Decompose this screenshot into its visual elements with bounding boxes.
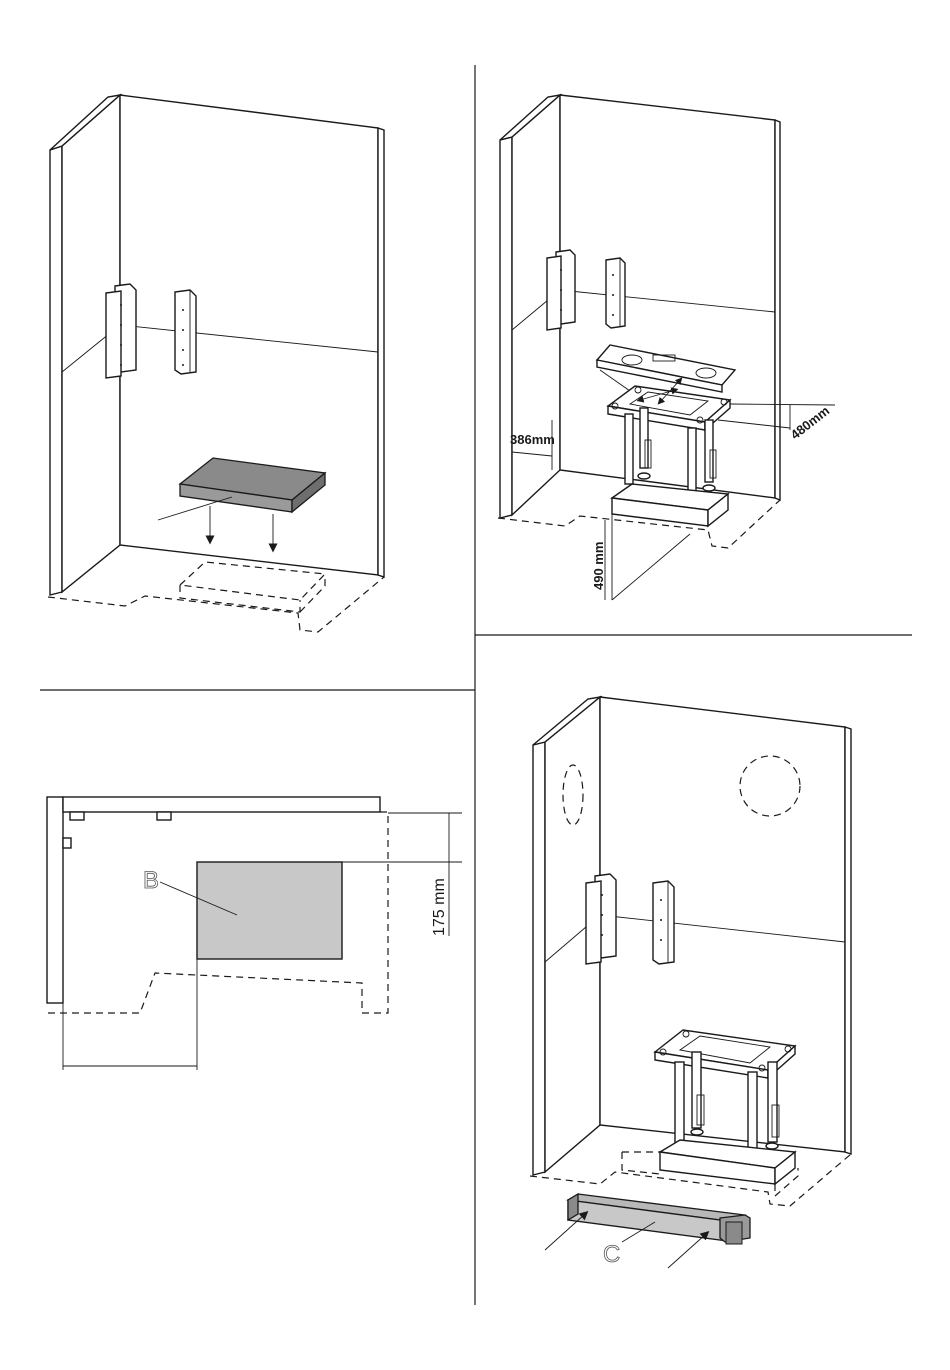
arrow-push-left xyxy=(545,1214,585,1250)
label-b: B xyxy=(143,867,159,894)
cover-panel-c xyxy=(568,1194,750,1244)
wall-bracket-left xyxy=(106,284,136,378)
side-wall-plan xyxy=(47,797,63,1003)
back-wall-plan xyxy=(63,797,380,812)
wall-bracket-right xyxy=(175,290,196,374)
dim-label-480: 480mm xyxy=(788,403,833,442)
dim-label-175: 175 mm xyxy=(431,878,448,936)
side-wall xyxy=(500,137,512,518)
wall-bracket-left xyxy=(586,874,616,964)
back-wall-edge xyxy=(845,727,851,1154)
panel-1-base-placement xyxy=(48,95,384,632)
dim-label-490: 490 mm xyxy=(591,542,606,590)
wall-bracket-right xyxy=(653,881,674,964)
area-b xyxy=(197,862,342,959)
panel-2-frame-adjustment: 386mm 480mm 490 mm xyxy=(498,95,835,600)
wall-bracket-left xyxy=(547,250,575,330)
side-wall xyxy=(533,742,545,1175)
panel-3-plan-view: B 175 mm xyxy=(44,797,462,1070)
bracket-plan-1 xyxy=(70,812,84,820)
arrow-push-right xyxy=(668,1234,706,1268)
side-wall xyxy=(50,146,62,595)
base-target-outline xyxy=(180,562,325,612)
floor-outline xyxy=(48,577,384,632)
back-wall xyxy=(600,697,845,1152)
label-c: C xyxy=(603,1241,620,1268)
back-wall xyxy=(560,95,775,498)
dim-label-386: 386mm xyxy=(510,432,555,447)
back-wall-edge xyxy=(775,120,780,500)
bracket-plan-2 xyxy=(157,812,171,820)
back-wall-edge xyxy=(378,128,384,577)
panel-4-cover-panel: C xyxy=(530,697,851,1268)
wall-bracket-right xyxy=(606,258,625,328)
bracket-plan-3 xyxy=(63,838,71,848)
